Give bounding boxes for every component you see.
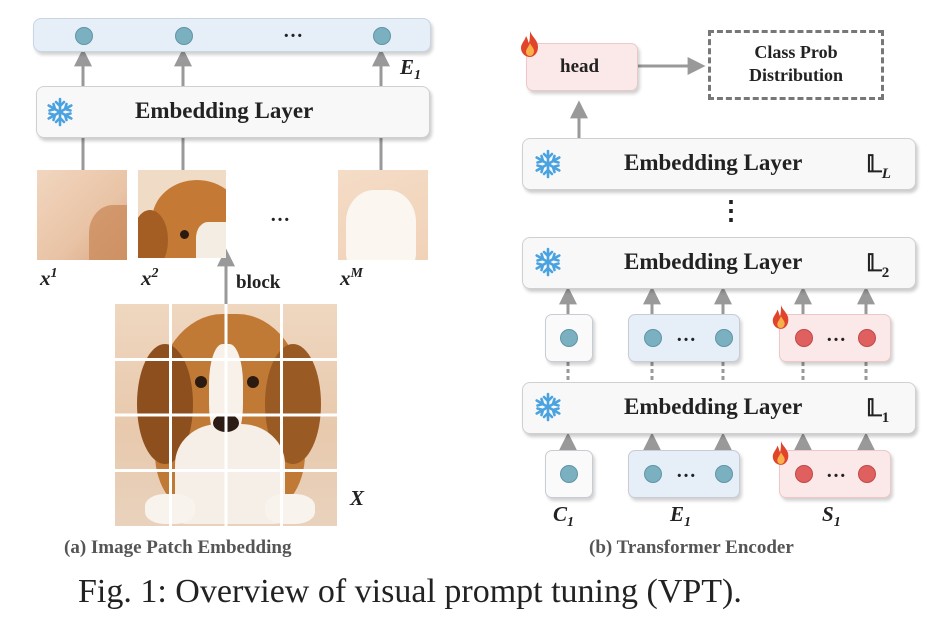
e1-label: E1 — [400, 55, 422, 84]
snowflake-icon — [535, 149, 561, 179]
head-label: head — [560, 56, 600, 77]
embedding-layer-1-label: Embedding Layer — [624, 394, 803, 419]
embedding-layer-2-label: Embedding Layer — [624, 249, 803, 274]
patch-ellipsis: … — [270, 204, 291, 226]
embed-token-mid-1 — [644, 329, 662, 347]
patch-2-label: x2 — [141, 266, 159, 290]
patch-m-image — [338, 170, 428, 260]
prompt-token-mid-2 — [858, 329, 876, 347]
head-box — [526, 43, 638, 91]
class-prob-line2: Distribution — [748, 65, 844, 85]
output-token-1 — [75, 27, 93, 45]
embed-token-2 — [715, 465, 733, 483]
class-prob-line1: Class Prob — [754, 42, 838, 62]
output-token-2 — [175, 27, 193, 45]
prompt-token-mid-ellipsis: … — [826, 324, 847, 346]
c1-label: C1 — [553, 502, 575, 531]
embed-token-mid-ellipsis: … — [676, 324, 697, 346]
embedding-layer-L-label: Embedding Layer — [624, 150, 803, 175]
image-label: X — [350, 486, 365, 510]
snowflake-icon — [47, 97, 73, 127]
panel-b-caption: (b) Transformer Encoder — [589, 537, 794, 558]
figure-caption: Fig. 1: Overview of visual prompt tuning… — [78, 573, 742, 610]
layer-1-symbol: 𝕃1 — [866, 396, 890, 426]
output-token-ellipsis: … — [283, 20, 304, 42]
patch-1-image — [37, 170, 127, 260]
s1-label: S1 — [822, 502, 841, 531]
snowflake-icon — [535, 247, 561, 277]
snowflake-icon — [535, 392, 561, 422]
embed-token-mid-2 — [715, 329, 733, 347]
e1-label-b: E1 — [670, 502, 692, 531]
flame-icon — [772, 305, 789, 329]
layer-2-symbol: 𝕃2 — [866, 251, 890, 281]
block-label: block — [236, 272, 281, 293]
prompt-token-1 — [795, 465, 813, 483]
prompt-token-mid-1 — [795, 329, 813, 347]
patch-2-image — [138, 170, 226, 258]
prompt-token-ellipsis: … — [826, 460, 847, 482]
panel-a-caption: (a) Image Patch Embedding — [64, 537, 292, 558]
embedding-layer-1 — [522, 382, 916, 434]
output-token-m — [373, 27, 391, 45]
class-prob-box — [708, 30, 884, 100]
embedding-layer-a — [36, 86, 430, 138]
prompt-token-2 — [858, 465, 876, 483]
class-token-mid — [560, 329, 578, 347]
vertical-ellipsis: ⋮ — [718, 196, 744, 225]
image-patch-grid — [115, 304, 337, 526]
flame-icon — [772, 441, 789, 465]
class-token — [560, 465, 578, 483]
embedding-layer-L — [522, 138, 916, 190]
flame-icon — [521, 31, 538, 57]
output-token-strip — [33, 18, 431, 52]
embedding-layer-a-label: Embedding Layer — [135, 98, 314, 123]
layer-L-symbol: 𝕃L — [866, 152, 891, 182]
embedding-layer-2 — [522, 237, 916, 289]
patch-m-label: xM — [340, 266, 363, 290]
embed-token-1 — [644, 465, 662, 483]
embed-token-ellipsis: … — [676, 460, 697, 482]
patch-1-label: x1 — [40, 266, 58, 290]
